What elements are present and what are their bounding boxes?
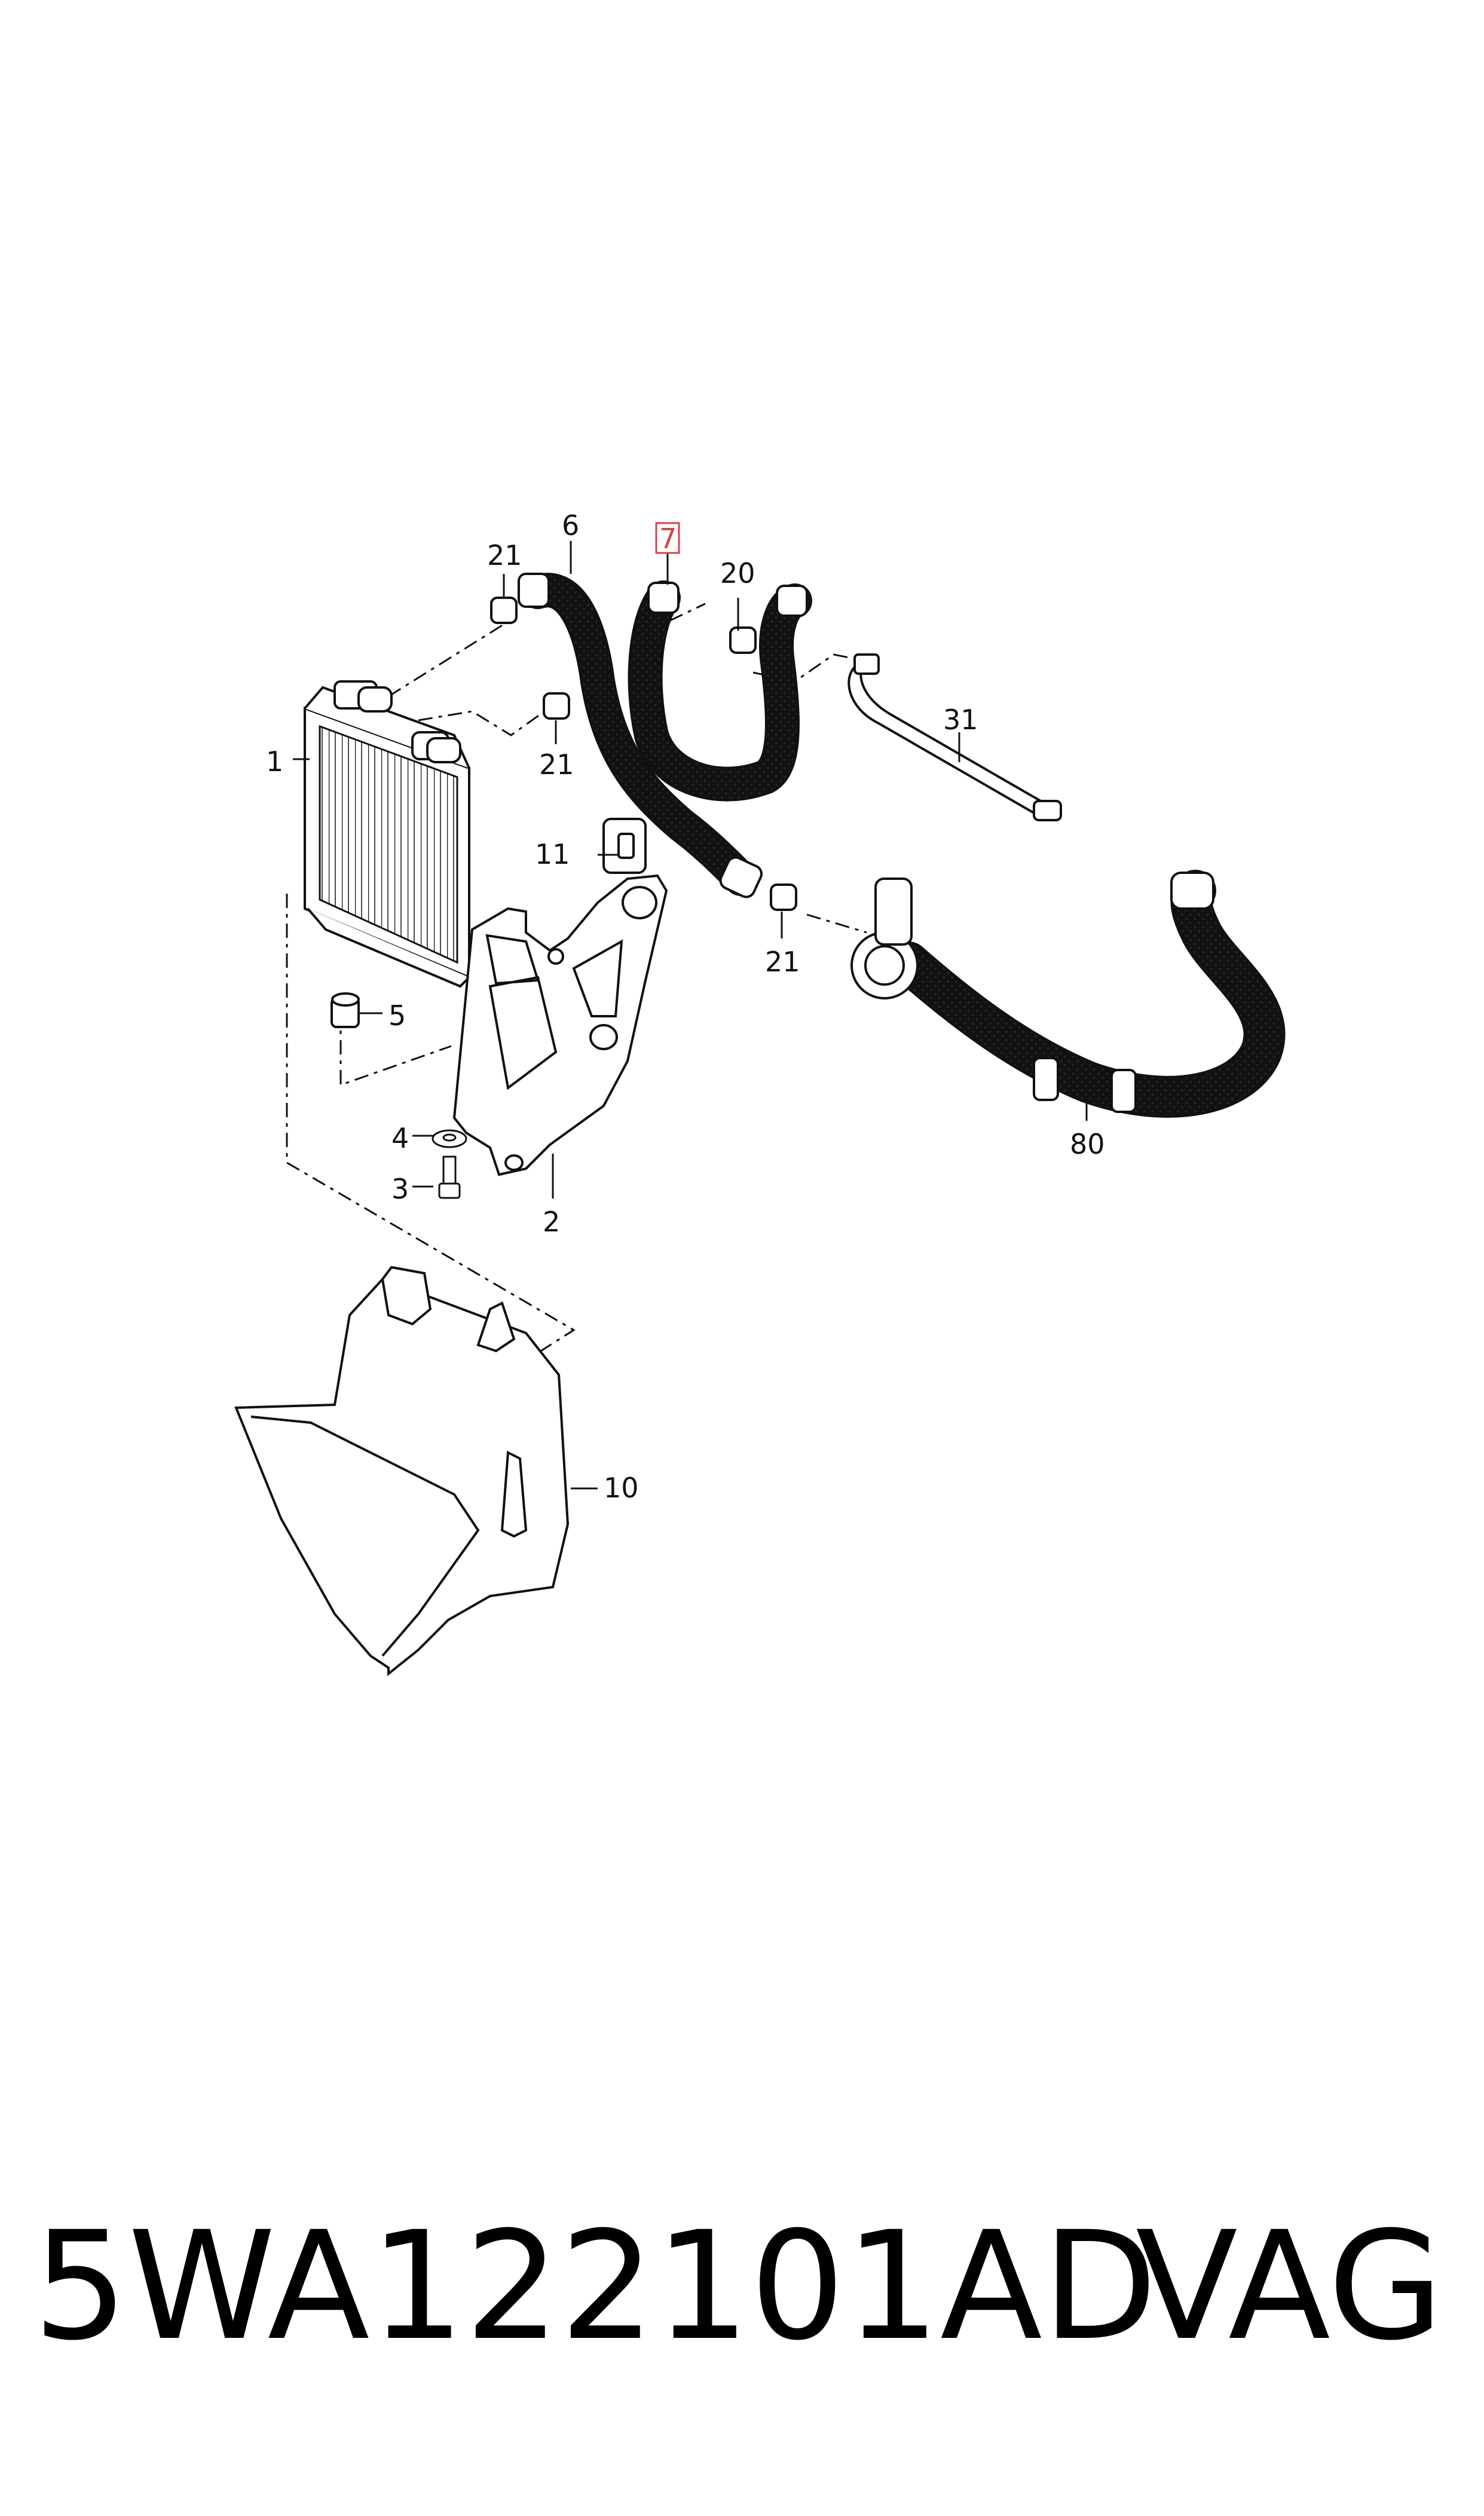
callout-20: 20: [720, 557, 755, 589]
bolt: [438, 1155, 461, 1199]
mounting-bracket: [452, 874, 668, 1176]
leader-lines: [293, 541, 1088, 1490]
callout-11: 11: [535, 838, 570, 870]
part-number: 5WA122101AD: [33, 2199, 1158, 2373]
callout-3: 3: [391, 1173, 409, 1205]
callout-2: 2: [543, 1206, 560, 1238]
highlight-box-7: [655, 522, 680, 554]
connector: [602, 818, 647, 874]
air-duct: [234, 1265, 570, 1677]
callout-21-top: 21: [487, 539, 522, 571]
callout-21-bottom: 21: [765, 946, 800, 978]
callout-6: 6: [562, 509, 579, 542]
callouts: 1 2 3 4 5 6 7 10 11 20 21 21 21 31 80: [266, 509, 1105, 1504]
callout-1: 1: [266, 745, 283, 778]
callout-5: 5: [388, 999, 406, 1032]
callout-4: 4: [391, 1122, 409, 1154]
coolant-hose-6: [518, 573, 763, 898]
coolant-hose-7: [628, 580, 812, 802]
hose-clamp: [490, 597, 797, 911]
line-31: [847, 653, 1062, 821]
rubber-mount: [331, 992, 360, 1028]
callout-31: 31: [943, 704, 978, 736]
brand-name: VAG: [1136, 2199, 1444, 2373]
callout-10: 10: [604, 1472, 639, 1504]
callout-7: 7: [659, 522, 677, 555]
callout-21-middle: 21: [539, 748, 574, 781]
callout-80: 80: [1070, 1128, 1105, 1160]
washer: [432, 1129, 467, 1148]
coolant-hose-80: [850, 870, 1286, 1118]
radiator: [304, 680, 470, 988]
